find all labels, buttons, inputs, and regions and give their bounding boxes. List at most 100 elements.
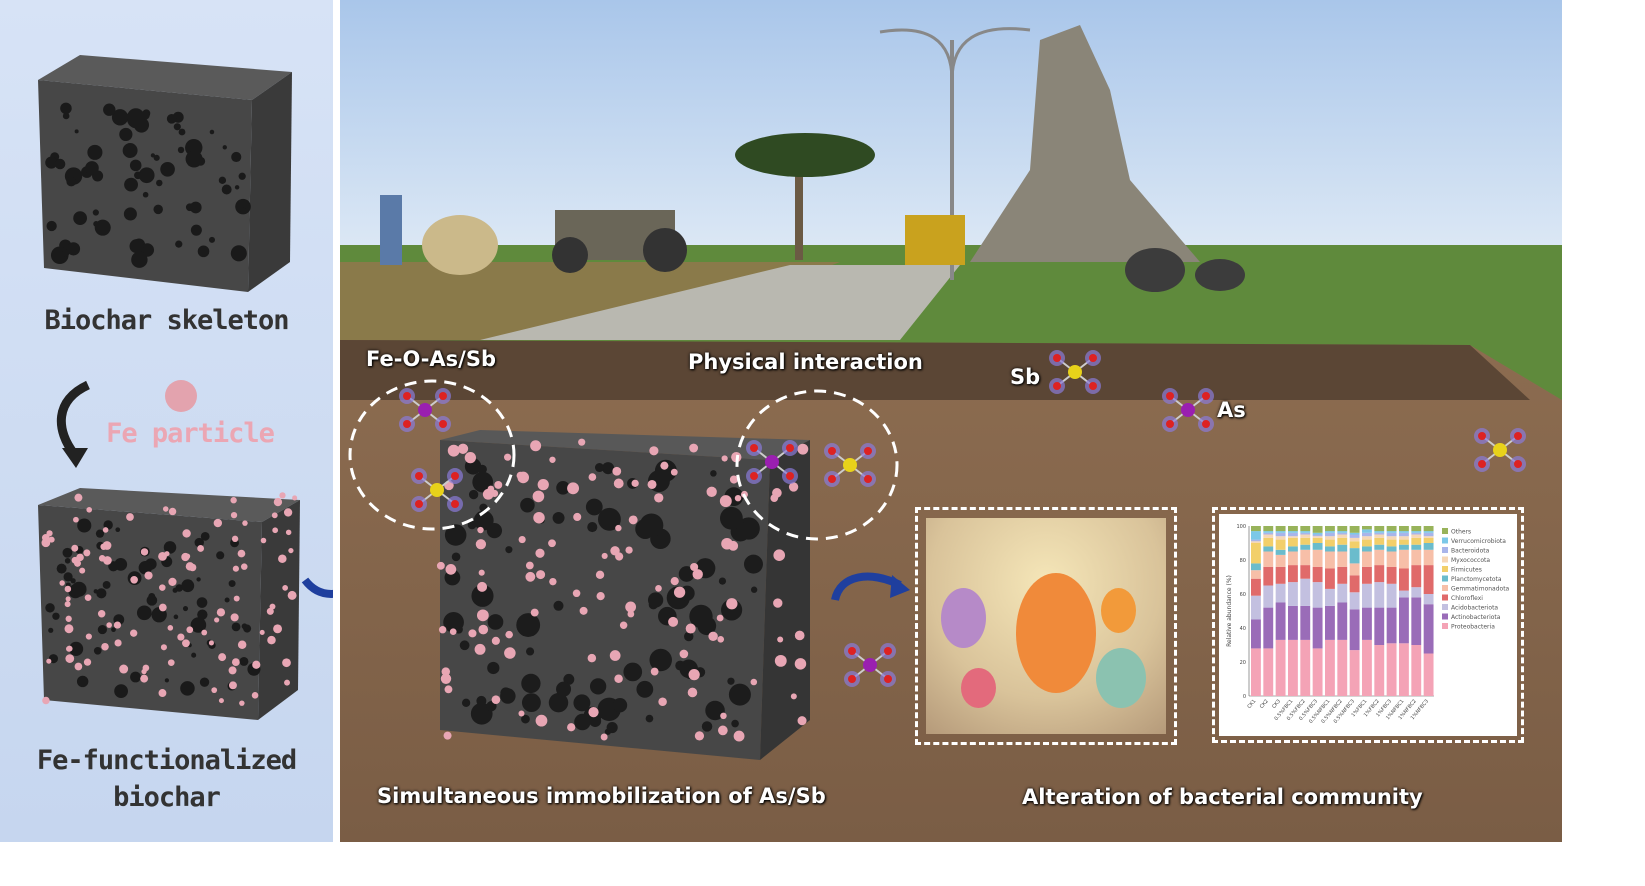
fe-particle bbox=[578, 438, 586, 446]
bar-segment-firmicutes bbox=[1399, 539, 1409, 545]
pore bbox=[131, 251, 148, 268]
bar-segment-chloroflexi bbox=[1423, 565, 1434, 594]
legend-swatch bbox=[1442, 547, 1448, 553]
bar-segment-firmicutes bbox=[1374, 537, 1385, 545]
bar-segment-others bbox=[1251, 526, 1261, 532]
bar-segment-bacteroidota bbox=[1300, 532, 1311, 535]
pore bbox=[129, 239, 144, 254]
fe-particle bbox=[477, 581, 488, 592]
pore bbox=[728, 683, 751, 706]
left-panel: Biochar skeleton Fe particle Fe-function… bbox=[0, 0, 333, 842]
fe-particle bbox=[475, 539, 487, 550]
legend-swatch bbox=[1442, 585, 1448, 591]
bar-segment-firmicutes bbox=[1349, 541, 1360, 549]
bar-segment-gemmatimonadota bbox=[1312, 549, 1323, 567]
fe-particle bbox=[673, 586, 686, 598]
bar-segment-proteobacteria bbox=[1374, 645, 1385, 696]
fe-o-as-sb-label: Fe-O-As/Sb bbox=[366, 347, 496, 371]
bar-segment-firmicutes bbox=[1411, 537, 1422, 545]
fe-particle bbox=[474, 643, 486, 655]
fe-particle bbox=[449, 628, 457, 636]
bar-segment-bacteroidota bbox=[1275, 532, 1286, 537]
bar-segment-planctomycetota bbox=[1386, 546, 1397, 552]
pore bbox=[87, 144, 103, 160]
fe-particle bbox=[627, 610, 635, 618]
bar-segment-actinobacteriota bbox=[1288, 605, 1298, 640]
fe-particle bbox=[282, 658, 291, 668]
bar-segment-chloroflexi bbox=[1325, 568, 1335, 589]
green-bacterium bbox=[1096, 648, 1146, 708]
bar-segment-firmicutes bbox=[1300, 537, 1311, 545]
bar-segment-acidobacteriota bbox=[1312, 582, 1323, 608]
pore bbox=[45, 603, 55, 613]
bar-segment-gemmatimonadota bbox=[1411, 549, 1422, 566]
fe-particle bbox=[518, 710, 525, 717]
fe-particle bbox=[518, 535, 526, 544]
pore bbox=[129, 159, 142, 172]
bar-segment-bacteroidota bbox=[1251, 539, 1261, 542]
legend-label: Actinobacteriota bbox=[1451, 614, 1501, 621]
bar-segment-firmicutes bbox=[1312, 537, 1323, 543]
fe-particle bbox=[615, 552, 624, 561]
pore bbox=[73, 211, 88, 226]
fe-particle bbox=[158, 603, 167, 612]
fe-particle bbox=[233, 595, 240, 602]
bar-segment-planctomycetota bbox=[1288, 546, 1298, 552]
fe-particle bbox=[535, 714, 548, 727]
fe-particle bbox=[218, 653, 227, 662]
fe-particle bbox=[273, 497, 283, 507]
bar-segment-acidobacteriota bbox=[1263, 585, 1274, 608]
bar-segment-gemmatimonadota bbox=[1300, 549, 1311, 566]
fe-particle bbox=[260, 537, 267, 544]
bar-segment-bacteroidota bbox=[1386, 532, 1397, 537]
bar-segment-planctomycetota bbox=[1423, 543, 1434, 550]
pore bbox=[639, 513, 664, 538]
pore bbox=[597, 507, 621, 531]
fe-particle bbox=[487, 485, 495, 493]
fe-particle bbox=[654, 493, 664, 503]
bar-segment-others bbox=[1386, 526, 1397, 532]
fe-particle bbox=[628, 515, 638, 525]
pore bbox=[173, 123, 181, 131]
bar-segment-chloroflexi bbox=[1362, 566, 1372, 584]
fe-particle bbox=[285, 529, 292, 536]
fe-particle bbox=[282, 585, 288, 591]
pore bbox=[684, 631, 694, 642]
rock-mountain bbox=[970, 25, 1200, 262]
pore bbox=[127, 108, 145, 126]
bar-segment-verrucomicrobiota bbox=[1349, 532, 1360, 535]
fe-particle bbox=[216, 608, 226, 617]
legend-label: Verrucomicrobiota bbox=[1451, 538, 1506, 545]
bar-segment-gemmatimonadota bbox=[1399, 549, 1409, 569]
bar-segment-chloroflexi bbox=[1399, 568, 1409, 591]
pore bbox=[130, 671, 141, 683]
bar-segment-myxococcota bbox=[1337, 534, 1348, 538]
fe-particle bbox=[106, 622, 112, 628]
bar-segment-myxococcota bbox=[1312, 536, 1323, 538]
fe-particle bbox=[588, 473, 597, 481]
pore bbox=[650, 658, 659, 667]
fe-particle bbox=[140, 548, 149, 556]
fe-particle bbox=[457, 443, 469, 454]
fe-particle bbox=[231, 535, 239, 543]
legend-label: Myxococcota bbox=[1451, 557, 1490, 564]
fe-particle bbox=[272, 527, 279, 534]
bacteria-cartoon bbox=[926, 518, 1166, 734]
pore bbox=[153, 154, 160, 161]
fe-particle bbox=[504, 453, 512, 461]
fe-particle bbox=[79, 567, 86, 574]
bar-segment-acidobacteriota bbox=[1374, 582, 1385, 608]
bar-segment-acidobacteriota bbox=[1275, 583, 1286, 603]
bar-segment-actinobacteriota bbox=[1386, 607, 1397, 644]
fe-particle bbox=[41, 538, 51, 548]
bar-segment-planctomycetota bbox=[1263, 546, 1274, 552]
legend-label: Bacteroidota bbox=[1451, 548, 1490, 555]
farmer bbox=[380, 195, 402, 265]
x-tick-label: CK2 bbox=[1259, 698, 1270, 709]
fe-particle bbox=[84, 594, 92, 601]
pore bbox=[63, 572, 73, 582]
fe-functionalized-label-line1: Fe-functionalized bbox=[36, 745, 297, 776]
bar-segment-verrucomicrobiota bbox=[1275, 531, 1286, 533]
bar-segment-bacteroidota bbox=[1288, 532, 1298, 537]
pore bbox=[199, 677, 210, 687]
